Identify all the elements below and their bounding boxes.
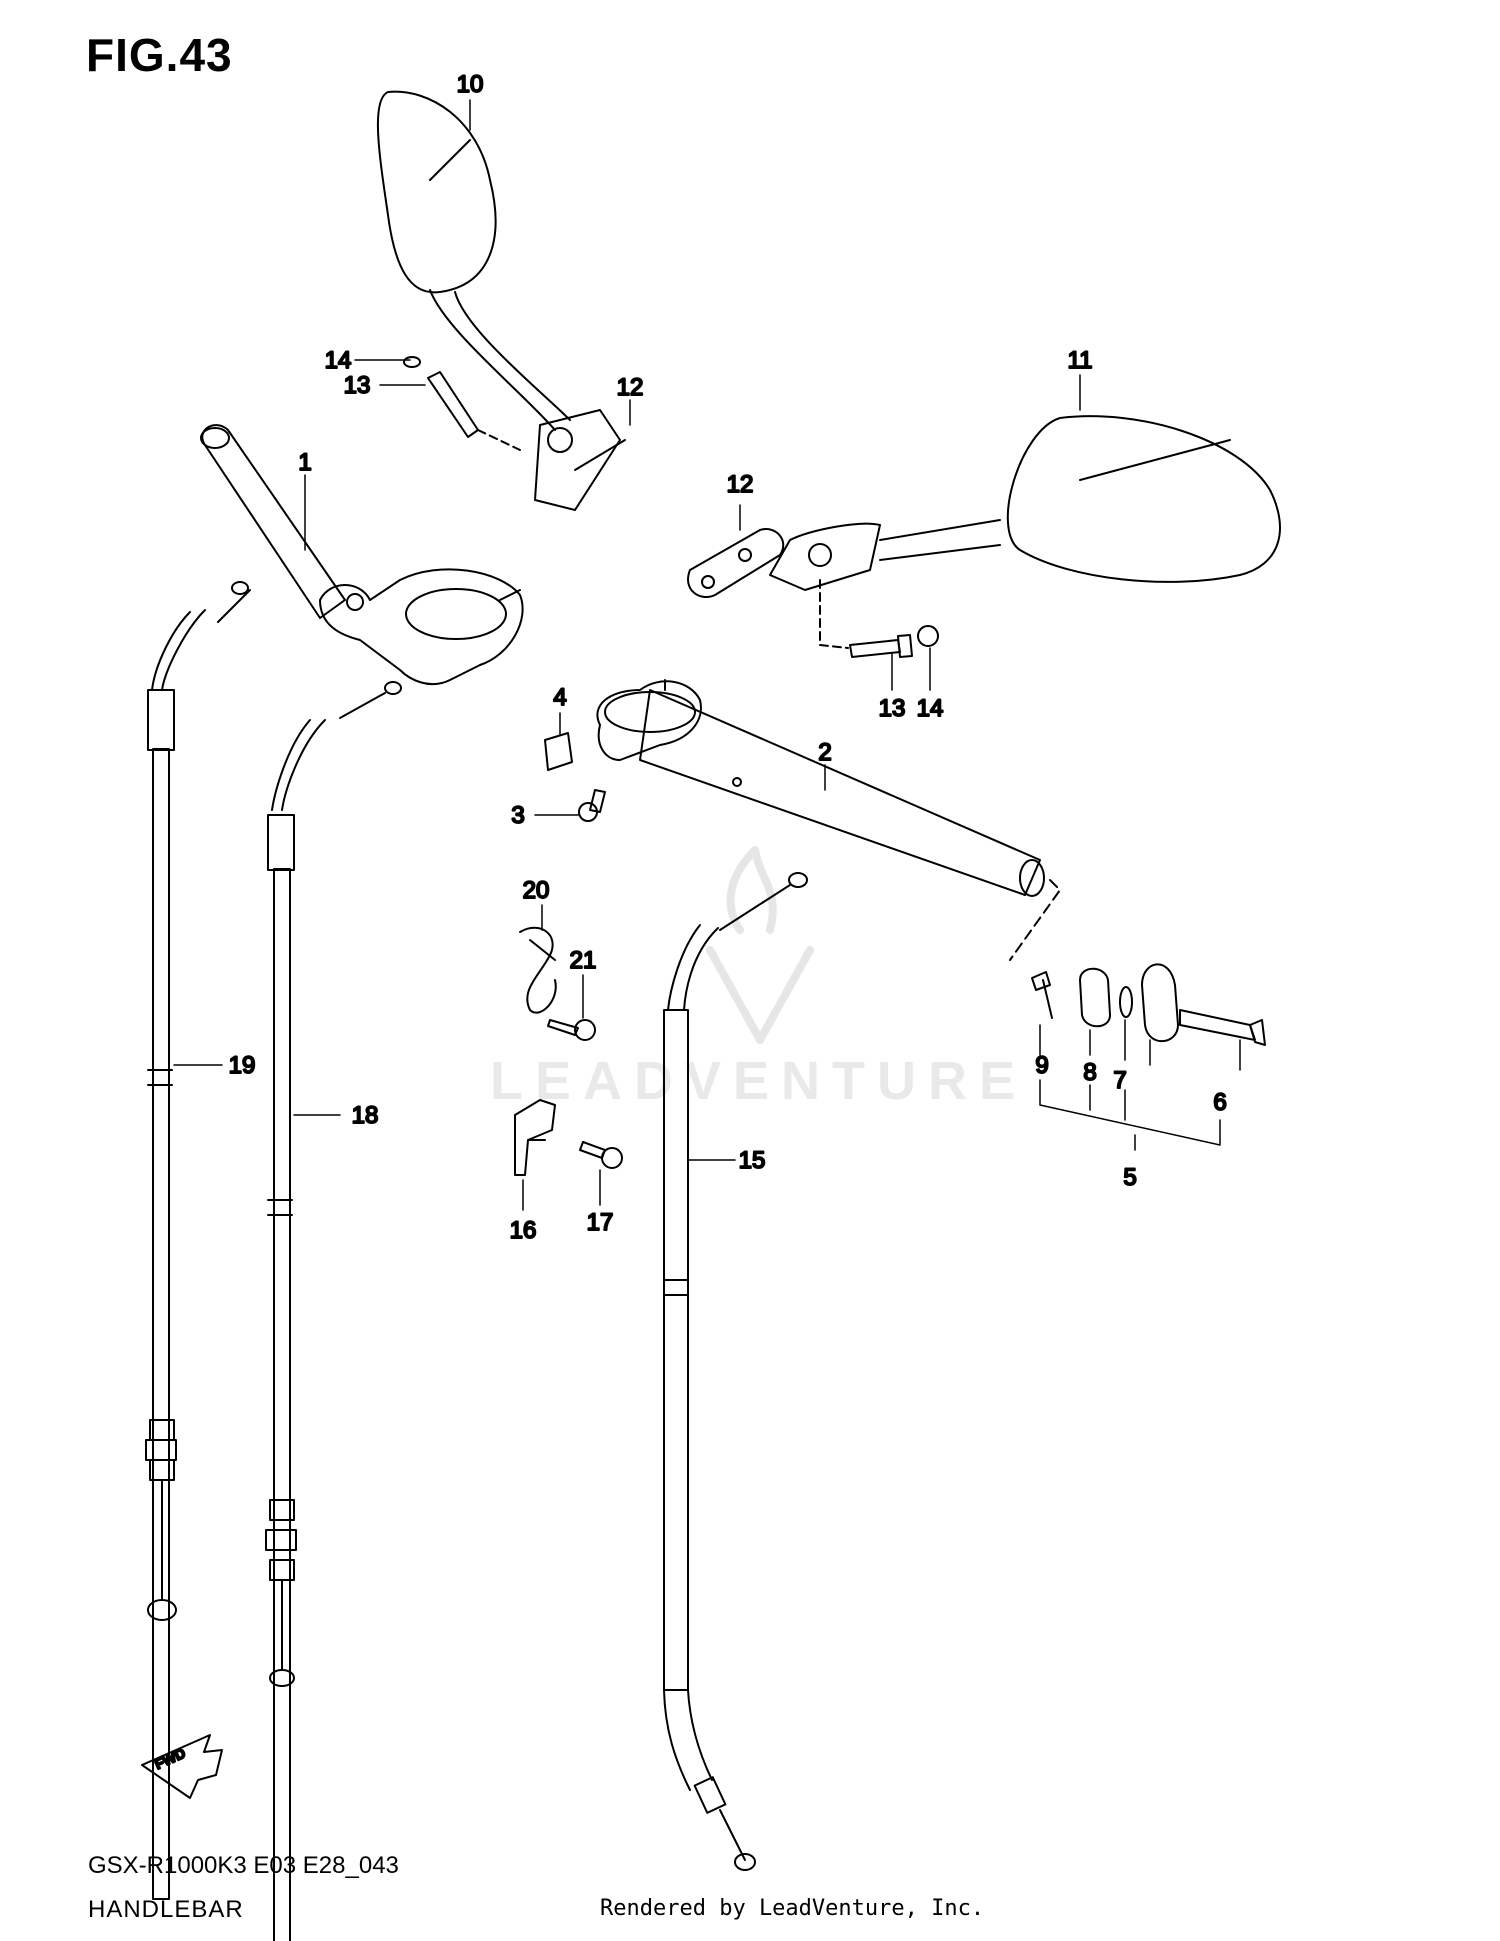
callout-13-left: 13 xyxy=(344,372,371,399)
callout-labels: 1 2 3 4 5 6 7 8 9 10 11 12 12 13 13 14 1… xyxy=(151,70,1228,1773)
bolt-3 xyxy=(578,789,606,822)
callout-18: 18 xyxy=(352,1102,379,1129)
callout-14-left: 14 xyxy=(325,347,352,374)
left-mirror-screw xyxy=(403,356,521,451)
spacer-4 xyxy=(544,732,573,771)
bolt-17 xyxy=(579,1141,623,1169)
callout-10: 10 xyxy=(457,71,484,98)
watermark-text: LEADVENTURE xyxy=(490,1051,1028,1111)
callout-17: 17 xyxy=(587,1209,614,1236)
callout-9: 9 xyxy=(1035,1052,1048,1079)
callout-13-right: 13 xyxy=(879,695,906,722)
right-mirror xyxy=(769,415,1281,591)
callout-12-right: 12 xyxy=(727,471,754,498)
right-mirror-screw xyxy=(819,579,939,658)
callout-2: 2 xyxy=(818,739,831,766)
bar-end-assembly xyxy=(1031,963,1266,1046)
model-code: GSX-R1000K3 E03 E28_043 xyxy=(88,1852,399,1879)
bracket-16 xyxy=(514,1099,556,1176)
callout-16: 16 xyxy=(510,1217,537,1244)
render-credit: Rendered by LeadVenture, Inc. xyxy=(600,1896,985,1921)
left-handlebar xyxy=(200,424,524,686)
callout-8: 8 xyxy=(1083,1059,1096,1086)
left-mirror xyxy=(376,90,626,511)
callout-4: 4 xyxy=(553,684,566,711)
callout-11: 11 xyxy=(1068,347,1093,374)
callout-7: 7 xyxy=(1113,1067,1126,1094)
cable-18 xyxy=(265,681,402,1941)
section-name: HANDLEBAR xyxy=(88,1896,244,1923)
callout-12-left: 12 xyxy=(617,374,644,401)
callout-15: 15 xyxy=(739,1147,766,1174)
cable-15 xyxy=(663,872,808,1871)
callout-21: 21 xyxy=(570,947,597,974)
right-handlebar xyxy=(596,679,1061,961)
watermark-logo xyxy=(706,846,814,1044)
clip-20 xyxy=(519,926,557,1014)
callout-14-right: 14 xyxy=(917,695,944,722)
figure-title: FIG.43 xyxy=(86,29,233,81)
right-mirror-bracket xyxy=(687,528,785,598)
forward-arrow xyxy=(141,1734,223,1799)
callout-1: 1 xyxy=(298,449,311,476)
leader-lines xyxy=(173,99,1241,1211)
callout-6: 6 xyxy=(1213,1089,1226,1116)
callout-5: 5 xyxy=(1123,1164,1136,1191)
bolt-21 xyxy=(547,1019,596,1041)
callout-20: 20 xyxy=(523,877,550,904)
cable-19 xyxy=(145,581,251,1900)
callout-3: 3 xyxy=(511,802,524,829)
callout-19: 19 xyxy=(229,1052,256,1079)
